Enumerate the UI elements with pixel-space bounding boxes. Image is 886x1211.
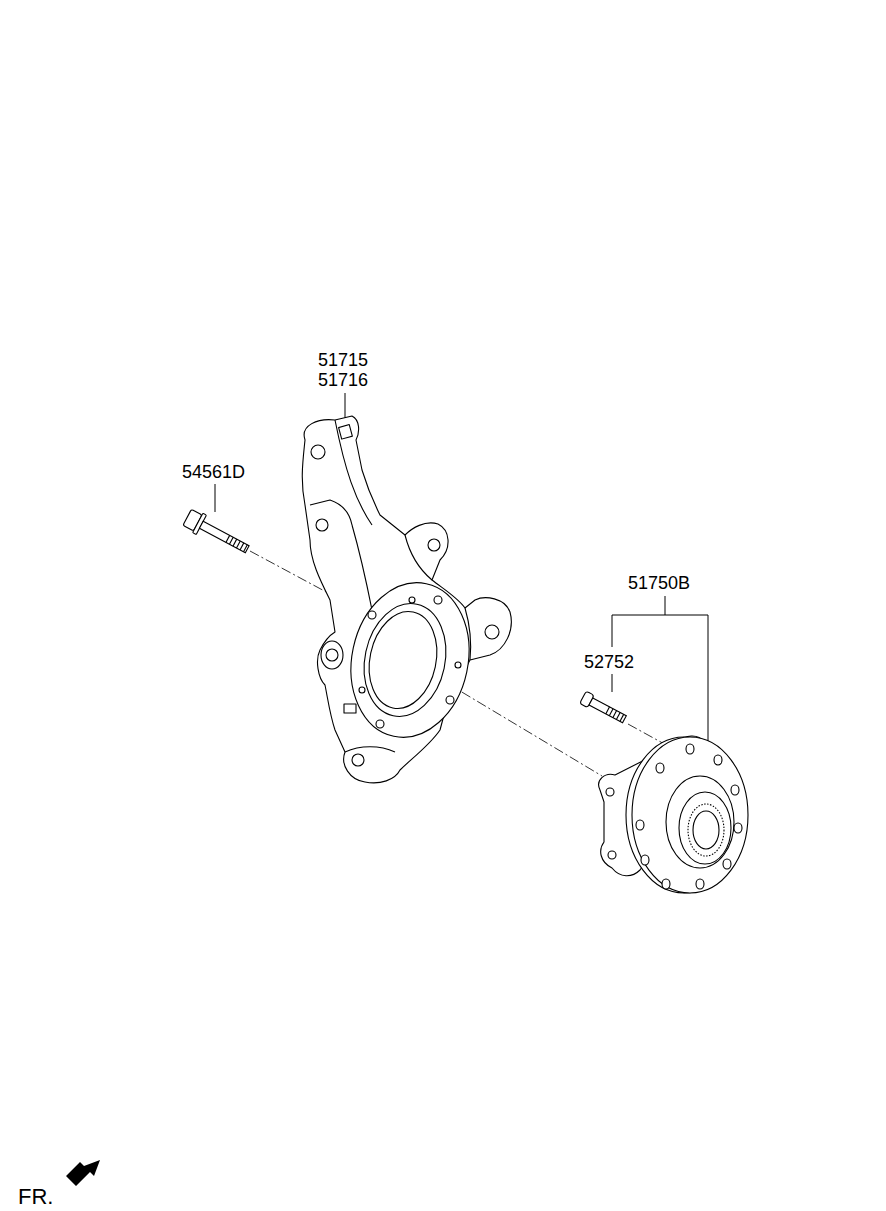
drawing-stroke [316,519,328,531]
drawing-stroke [368,611,376,619]
drawing-stroke [359,687,365,693]
callout-number: 52752 [584,653,634,671]
drawing-stroke [311,445,325,459]
drawing-stroke [662,879,670,889]
drawing-stroke [686,744,694,754]
drawing-stroke [321,641,343,669]
drawing-stroke [455,662,461,668]
drawing-stroke [345,747,395,752]
drawing-stroke [237,541,241,548]
drawing-stroke [734,823,742,833]
drawing-stroke [240,543,244,550]
drawing-stroke [606,707,610,714]
drawing-stroke [302,416,511,783]
drawing-stroke [326,649,338,661]
drawing-stroke [446,696,454,704]
drawing-stroke [632,737,748,893]
drawing-stroke [215,484,216,512]
drawing-stroke [589,698,626,723]
drawing-stroke [339,425,353,439]
drawing-stroke [688,804,724,856]
drawing-stroke [244,545,248,552]
hub-bolt [580,691,628,725]
assembly-lines [250,551,668,776]
drawing-stroke [485,625,499,639]
drawing-stroke [226,535,230,542]
drawing-stroke [344,704,356,713]
drawing-stroke [352,525,372,610]
steering-knuckle [302,416,511,783]
drawing-stroke [335,420,372,525]
drawing-stroke [337,572,483,749]
drawing-stroke [405,535,432,580]
drawing-stroke [696,879,704,889]
drawing-stroke [606,788,614,796]
callout-number: 51750B [628,574,690,592]
drawing-stroke [434,596,442,604]
drawing-stroke [620,714,624,721]
bolt-holes [636,744,742,889]
drawing-stroke [409,597,415,603]
drawing-stroke [612,674,613,692]
drawing-stroke [226,535,247,551]
drawing-stroke [361,605,446,715]
drawing-stroke [616,712,620,719]
drawing-stroke [376,720,384,728]
drawing-stroke [229,537,233,544]
drawing-stroke [636,820,644,830]
drawing-stroke [352,754,364,766]
drawing-stroke [345,393,346,418]
drawing-stroke [608,851,616,859]
drawing-stroke [310,500,352,525]
callout-number: 51715 [318,351,368,369]
drawing-stroke [233,539,237,546]
drawing-stroke [199,521,249,552]
direction-label: FR. [18,1186,53,1208]
drawing-stroke [723,859,731,869]
callout-number: 51716 [318,371,368,389]
callout-number: 54561D [182,463,245,481]
drawing-stroke [612,596,665,647]
drawing-stroke [731,785,739,795]
drawing-stroke [665,615,708,745]
drawing-stroke [641,855,649,865]
drawing-stroke [656,763,664,773]
drawing-stroke [609,709,613,716]
drawing-stroke [693,811,719,849]
drawing-stroke [666,776,734,868]
front-arrow [66,1160,100,1186]
flange-bolt [182,508,252,559]
wheel-hub [599,736,748,893]
drawing-stroke [679,792,731,864]
drawing-stroke [428,539,440,551]
drawing-stroke [613,711,617,718]
drawing-stroke [354,596,456,724]
drawing-stroke [606,707,624,722]
drawing-stroke [714,755,722,765]
leader-lines [215,393,708,745]
